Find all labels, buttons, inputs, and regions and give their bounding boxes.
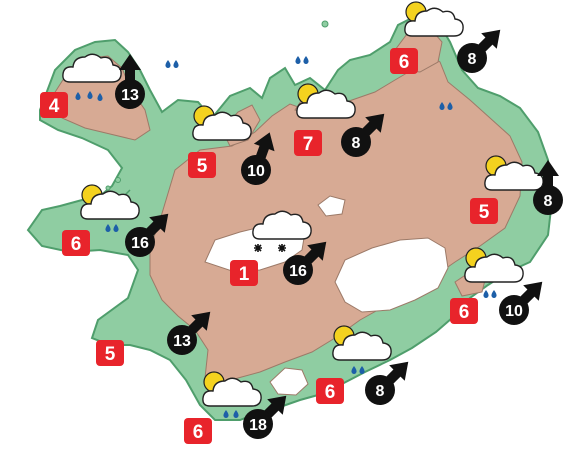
temperature-value: 7 — [303, 134, 314, 155]
wind-badge-reykjanes: 13 — [167, 311, 211, 355]
temperature-box-westfjords: 4 — [40, 92, 68, 118]
wind-speed-value: 18 — [249, 417, 267, 434]
temperature-value: 6 — [399, 52, 410, 73]
temperature-value: 5 — [479, 202, 490, 223]
wind-badge-north: 8 — [341, 113, 385, 157]
wind-badge-east: 8 — [533, 160, 563, 215]
temperature-box-highlands: 1 — [230, 260, 258, 286]
temperature-box-south-coast: 6 — [316, 378, 344, 404]
wind-speed-value: 13 — [121, 87, 139, 104]
temperature-box-north: 7 — [294, 130, 322, 156]
wind-speed-value: 10 — [247, 163, 265, 180]
wind-speed-value: 16 — [289, 263, 307, 280]
temperature-value: 6 — [193, 422, 204, 443]
rain-drop-icon — [483, 290, 489, 298]
wind-speed-value: 8 — [352, 135, 361, 152]
wind-speed-value: 10 — [505, 303, 523, 320]
wind-arrow-icon — [537, 160, 559, 192]
temperature-box-south: 6 — [184, 418, 212, 444]
wind-badge-snaefellsnes: 16 — [125, 213, 169, 257]
rain-drop-icon — [303, 56, 309, 64]
wind-speed-value: 8 — [468, 51, 477, 68]
wind-badge-south: 18 — [243, 395, 287, 439]
temperature-value: 6 — [459, 302, 470, 323]
temperature-box-northwest: 5 — [188, 152, 216, 178]
wind-badge-south-coast: 8 — [365, 361, 409, 405]
temperature-box-reykjanes: 5 — [96, 340, 124, 366]
wind-arrow-icon — [119, 54, 141, 86]
rain-drop-icon — [165, 60, 171, 68]
snowflake-icon — [277, 243, 287, 253]
temperature-box-snaefellsnes: 6 — [62, 230, 90, 256]
temperature-box-southeast: 6 — [450, 298, 478, 324]
rain-drop-icon — [295, 56, 301, 64]
temperature-value: 5 — [105, 344, 116, 365]
snowflake-icon — [253, 243, 263, 253]
rain-drop-icon — [173, 60, 179, 68]
wind-badge-southeast: 10 — [499, 281, 543, 325]
wind-speed-value: 16 — [131, 235, 149, 252]
rain-drop-icon — [491, 290, 497, 298]
temperature-value: 6 — [325, 382, 336, 403]
wind-badge-westfjords: 13 — [115, 54, 145, 109]
wind-badge-highlands: 16 — [283, 241, 327, 285]
wind-speed-value: 8 — [544, 193, 553, 210]
temperature-box-northeast: 6 — [390, 48, 418, 74]
temperature-value: 6 — [71, 234, 82, 255]
wind-badge-northeast: 8 — [457, 29, 501, 73]
sun-cloud-icon — [404, 1, 464, 37]
wind-speed-value: 8 — [376, 383, 385, 400]
temperature-value: 5 — [197, 156, 208, 177]
temperature-value: 1 — [239, 264, 250, 285]
wind-speed-value: 13 — [173, 333, 191, 350]
wind-badge-northwest: 10 — [241, 132, 275, 185]
temperature-value: 4 — [49, 96, 60, 117]
temperature-box-east: 5 — [470, 198, 498, 224]
